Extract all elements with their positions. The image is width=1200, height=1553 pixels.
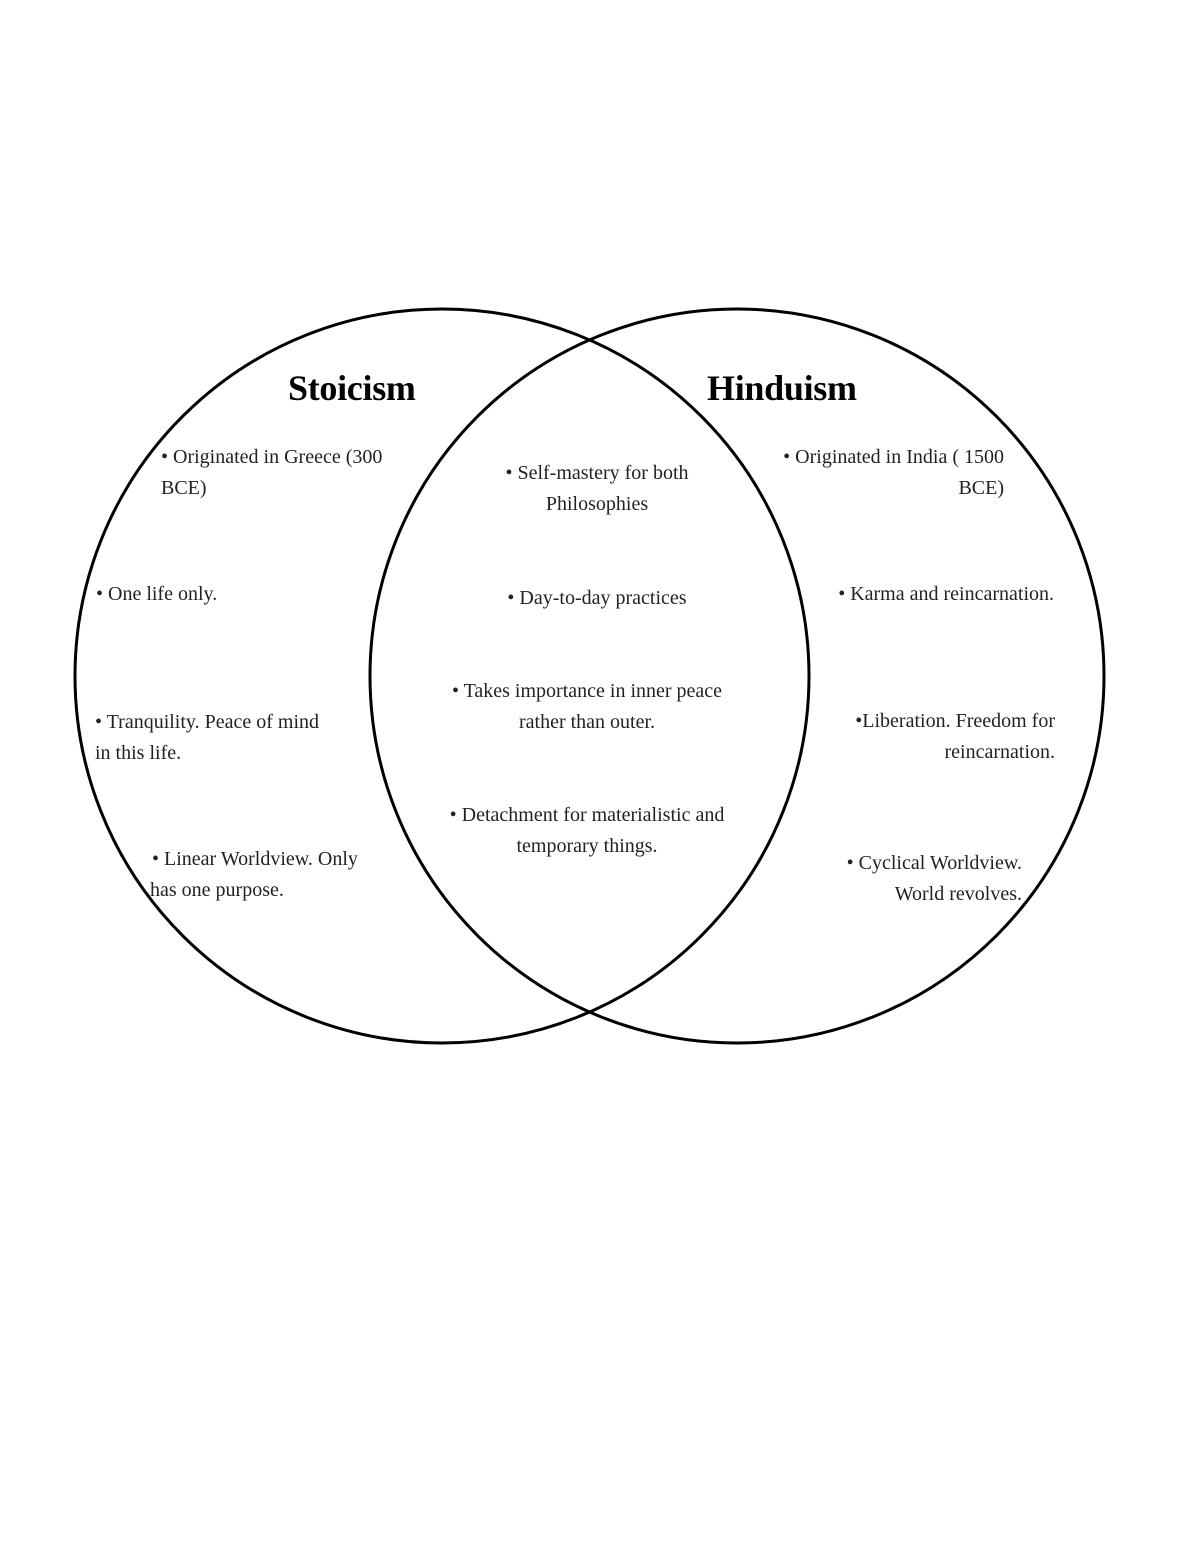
item-line: • Day-to-day practices: [507, 587, 687, 609]
stoicism-item-tranquility: • Tranquility. Peace of mind in this lif…: [95, 707, 319, 769]
item-line: • Takes importance in inner peace: [451, 680, 723, 702]
stoicism-item-linear-worldview: • Linear Worldview. Only has one purpose…: [150, 844, 358, 906]
overlap-item-inner-peace: • Takes importance in inner peace rather…: [417, 676, 757, 738]
item-line: • Detachment for materialistic and: [449, 804, 725, 826]
item-line: • Originated in Greece (300: [161, 446, 383, 468]
stoicism-circle: [73, 307, 811, 1045]
item-line: • Originated in India ( 1500: [783, 446, 1004, 468]
item-line: • Cyclical Worldview.: [846, 852, 1022, 874]
stoicism-item-origin: • Originated in Greece (300 BCE): [161, 442, 382, 504]
item-line: in this life.: [95, 742, 182, 764]
hinduism-title: Hinduism: [707, 368, 857, 408]
item-line: temporary things.: [516, 835, 658, 857]
hinduism-circle: [368, 307, 1106, 1045]
item-line: • Tranquility. Peace of mind: [95, 711, 320, 733]
hinduism-item-origin: • Originated in India ( 1500 BCE): [743, 442, 1004, 504]
hinduism-item-cyclical-worldview: • Cyclical Worldview. World revolves.: [800, 848, 1022, 910]
item-line: reincarnation.: [944, 741, 1056, 763]
item-line: World revolves.: [894, 883, 1022, 905]
item-line: has one purpose.: [150, 879, 284, 901]
stoicism-item-one-life: • One life only.: [96, 579, 217, 610]
stoicism-title: Stoicism: [288, 368, 416, 408]
item-line: • Linear Worldview. Only: [152, 848, 358, 870]
hinduism-item-liberation: •Liberation. Freedom for reincarnation.: [800, 706, 1055, 768]
item-line: • Karma and reincarnation.: [838, 583, 1054, 605]
overlap-item-self-mastery: • Self-mastery for both Philosophies: [437, 458, 757, 520]
overlap-item-practices: • Day-to-day practices: [437, 583, 757, 614]
hinduism-item-karma: • Karma and reincarnation.: [790, 579, 1054, 610]
item-line: • Self-mastery for both: [505, 462, 689, 484]
item-line: BCE): [161, 477, 207, 499]
overlap-item-detachment: • Detachment for materialistic and tempo…: [417, 800, 757, 862]
item-line: • One life only.: [96, 583, 218, 605]
item-line: •Liberation. Freedom for: [855, 710, 1055, 732]
item-line: rather than outer.: [518, 711, 656, 733]
item-line: Philosophies: [545, 493, 649, 515]
item-line: BCE): [958, 477, 1004, 499]
